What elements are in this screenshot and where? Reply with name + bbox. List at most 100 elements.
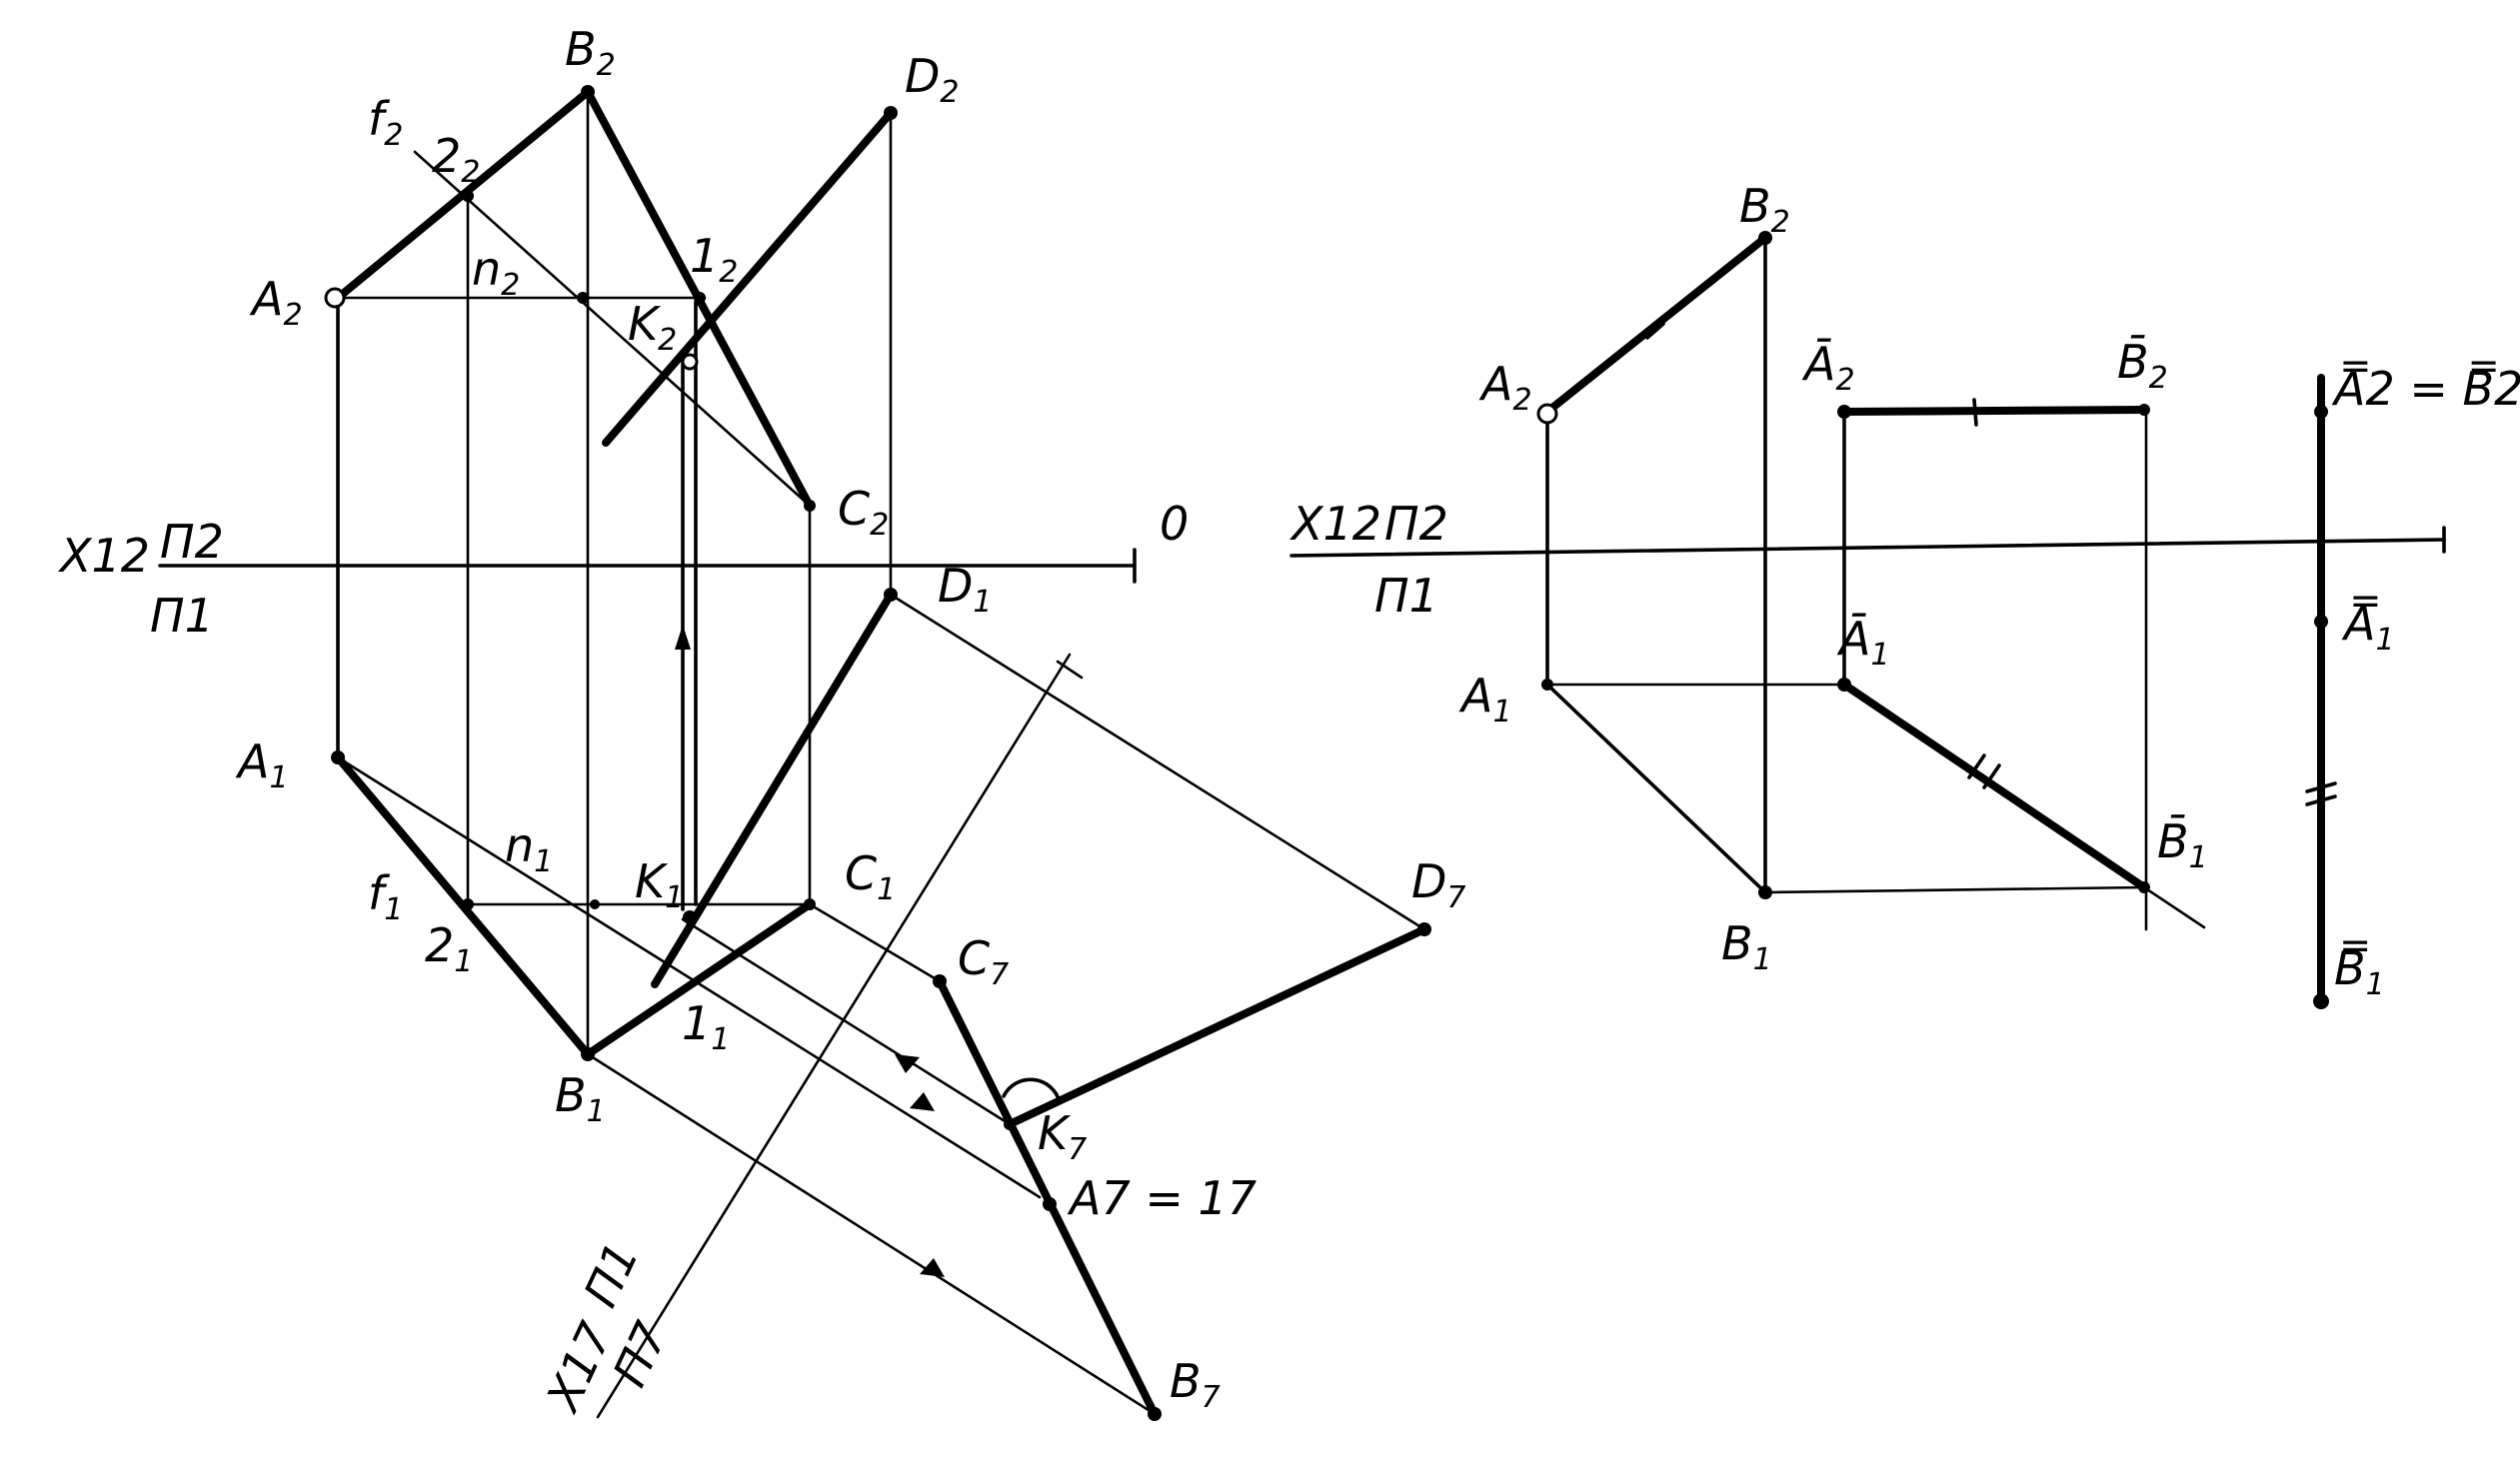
- label-d1: D1: [938, 559, 993, 620]
- label-c1: C1: [845, 846, 896, 907]
- label-a7-eq: A7 = 17: [1067, 1171, 1257, 1225]
- right-label-axis-pi2: П2: [1384, 497, 1448, 551]
- projector-a1-a7: [336, 755, 1042, 1199]
- right-label-a1: A1: [1458, 669, 1512, 730]
- left-construction: B2 D2 A2 f2 22 n2 12 K2 C2 0 X12 П2 П1 A…: [58, 22, 1466, 1421]
- right-edge-abar2-bbar2: [1840, 406, 2148, 416]
- right-construction: B2 A2 Ā2 B̄2 A̿2 = B̿2 X12 П2 П1 A1 Ā1 B…: [1289, 179, 2520, 1009]
- right-label-b2: B2: [1739, 179, 1790, 240]
- label-c7: C7: [958, 931, 1009, 992]
- right-angle-arc: [1002, 1077, 1062, 1104]
- right-label-abar1: Ā1: [1836, 612, 1890, 673]
- arrow-3: [920, 1258, 945, 1277]
- right-point-b2: [1758, 231, 1772, 245]
- arrow-1: [895, 1054, 920, 1073]
- right-tick-3b: [1982, 763, 2001, 789]
- label-axis-pi1b: П1: [573, 1234, 649, 1315]
- label-a1: A1: [235, 734, 289, 795]
- point-d1: [884, 588, 898, 602]
- label-12: 12: [690, 229, 738, 290]
- right-label-bbar2: B̄2: [2117, 335, 2168, 396]
- label-axis-pi2: П2: [160, 515, 224, 569]
- right-edge-abar1-bbar1: [1840, 681, 2148, 891]
- label-22: 22: [432, 129, 480, 190]
- edge-b1-c1: [584, 900, 814, 1058]
- trace-f2-line: [413, 150, 812, 508]
- label-f1: f1: [368, 866, 403, 927]
- point-a2: [324, 287, 346, 309]
- label-axis-pi1: П1: [150, 589, 214, 643]
- right-point-adbl1: [2314, 615, 2328, 629]
- right-label-bbar1: B̄1: [2157, 814, 2208, 875]
- label-21: 21: [425, 918, 473, 979]
- point-12: [694, 292, 706, 304]
- arrow-2: [910, 1092, 935, 1111]
- point-21: [462, 898, 474, 910]
- point-a7: [1043, 1197, 1057, 1211]
- label-f2: f2: [368, 92, 403, 153]
- point-k7: [1004, 1118, 1016, 1130]
- right-edge-a1-b1: [1545, 683, 1767, 894]
- right-point-abar2: [1837, 405, 1851, 419]
- right-label-a2: A2: [1478, 357, 1532, 418]
- label-b2: B2: [565, 22, 616, 83]
- label-n1: n1: [505, 818, 553, 879]
- label-k1: K1: [635, 854, 684, 915]
- right-extension: [2142, 885, 2206, 929]
- projector-d1-d7: [889, 593, 1426, 931]
- right-tick-2: [1972, 398, 1978, 427]
- right-tick-1: [1645, 322, 1665, 340]
- label-b7: B7: [1170, 1354, 1221, 1415]
- label-d7: D7: [1411, 854, 1466, 915]
- right-tick-3a: [1967, 753, 1986, 779]
- right-tick-4b: [2305, 794, 2337, 806]
- right-point-b1: [1758, 885, 1772, 899]
- projector-c1-c7: [808, 902, 942, 983]
- projector-b1-b7: [586, 1052, 1157, 1416]
- point-b7: [1148, 1407, 1162, 1421]
- point-22: [462, 190, 474, 202]
- right-label-adbl1: A̿1: [2341, 596, 2395, 658]
- point-b2: [581, 85, 595, 99]
- axis-x17-line: [596, 653, 1072, 1419]
- point-k2: [681, 353, 699, 371]
- right-label-b1: B1: [1721, 916, 1772, 977]
- label-axis-pi7: П7: [602, 1314, 678, 1395]
- right-axis-x12-line: [1289, 538, 2446, 558]
- label-b1: B1: [555, 1068, 606, 1129]
- right-point-abar1: [1837, 678, 1851, 692]
- label-11: 11: [682, 996, 730, 1057]
- label-axis-o: 0: [1160, 497, 1189, 551]
- right-label-abar2: Ā2: [1801, 337, 1855, 398]
- label-n2: n2: [472, 242, 520, 303]
- right-edge-a2-b2: [1543, 234, 1769, 416]
- right-point-adbl2: [2314, 405, 2328, 419]
- point-a1: [331, 750, 345, 764]
- point-k1: [683, 910, 697, 924]
- point-c1: [804, 898, 816, 910]
- point-b1: [581, 1047, 595, 1061]
- point-d2: [884, 106, 898, 120]
- axis-x17-tick: [1056, 660, 1084, 680]
- edge-k7-d7: [1006, 925, 1428, 1128]
- right-label-axis-pi1: П1: [1374, 569, 1438, 623]
- point-n2: [577, 292, 589, 304]
- point-d7: [1417, 922, 1431, 936]
- right-label-bdbl1: B̿1: [2334, 940, 2385, 1002]
- right-point-a1: [1541, 679, 1553, 691]
- arrow-up-k: [675, 625, 691, 650]
- label-a2: A2: [249, 272, 303, 333]
- projector-k1-k7: [681, 917, 1012, 1126]
- right-point-bdbl1: [2313, 993, 2329, 1009]
- right-label-adbl2-eq: A̿2 = B̿2: [2331, 361, 2520, 416]
- label-d2: D2: [905, 49, 960, 110]
- line-d2: [602, 109, 895, 447]
- point-c7: [933, 974, 947, 988]
- label-axis-x12: X12: [58, 529, 150, 583]
- label-k7: K7: [1038, 1106, 1087, 1167]
- axis-x17-label-group: X17 П1 П7: [535, 1234, 678, 1420]
- label-c2: C2: [838, 482, 889, 543]
- point-c2: [804, 500, 816, 512]
